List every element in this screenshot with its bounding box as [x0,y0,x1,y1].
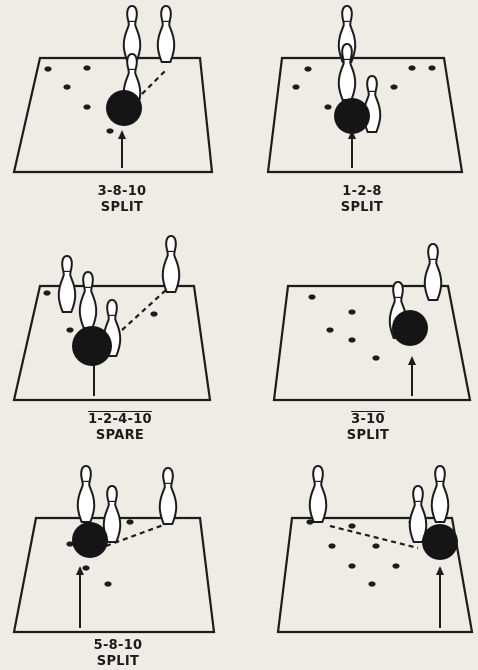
caption-type: SPLIT [282,200,442,216]
bowling-ball [106,90,142,126]
bowling-pin [80,272,96,328]
caption-type: SPLIT [288,428,448,444]
ball-path-line [122,290,166,330]
bowling-pin [339,44,355,100]
pin-spot [82,565,89,570]
bowling-ball [72,522,108,558]
pin-spot [292,84,299,89]
bowling-pin [432,466,448,522]
pin-spot [126,519,133,524]
bowling-pin [425,244,441,300]
pin-spot [392,563,399,568]
pin-spot [63,84,70,89]
pin-spot [106,128,113,133]
ball-path-line [142,70,166,94]
pin-spot [83,104,90,109]
pin-spot [348,309,355,314]
pin-spot [150,311,157,316]
caption-type: SPLIT [38,654,198,670]
pin-spot [104,581,111,586]
pin-spot [304,66,311,71]
pin-spot [308,294,315,299]
pin-spot [372,543,379,548]
caption-pins: 3-8-10 [42,184,202,200]
pin-spot [44,66,51,71]
bowling-pin [410,486,426,542]
pin-spot [390,84,397,89]
caption-3-10: 3-10 SPLIT [288,412,448,444]
bowling-pin [158,6,174,62]
arrow-head [408,356,416,365]
pin-spot [368,581,375,586]
caption-1-2-4-10: 1-2-4-10 SPARE [40,412,200,444]
pin-spot [324,104,331,109]
caption-type: SPLIT [42,200,202,216]
bowling-pin [78,466,94,522]
pin-spot [428,65,435,70]
pin-spot [328,543,335,548]
bowling-pin [160,468,176,524]
pin-spot [326,327,333,332]
pin-spot [348,563,355,568]
bowling-ball [392,310,428,346]
caption-pins: 1-2-8 [282,184,442,200]
pin-spot [408,65,415,70]
pin-spot [43,290,50,295]
bowling-ball [334,98,370,134]
caption-pins: 1-2-4-10 [40,412,200,428]
bowling-pin [310,466,326,522]
pin-spot [83,65,90,70]
lane-outline [274,286,470,400]
caption-pins: 5-8-10 [38,638,198,654]
caption-type: SPARE [40,428,200,444]
caption-5-8-10: 5-8-10 SPLIT [38,638,198,670]
bowling-ball [422,524,458,560]
pin-spot [348,523,355,528]
pin-spot [66,327,73,332]
caption-pins: 3-10 [288,412,448,428]
arrow-head [436,566,444,575]
bowling-pin [163,236,179,292]
caption-3-8-10: 3-8-10 SPLIT [42,184,202,216]
pin-spot [372,355,379,360]
bowling-ball [72,326,112,366]
pin-spot [348,337,355,342]
arrow-head [118,130,126,139]
caption-1-2-8: 1-2-8 SPLIT [282,184,442,216]
bowling-pin [59,256,75,312]
